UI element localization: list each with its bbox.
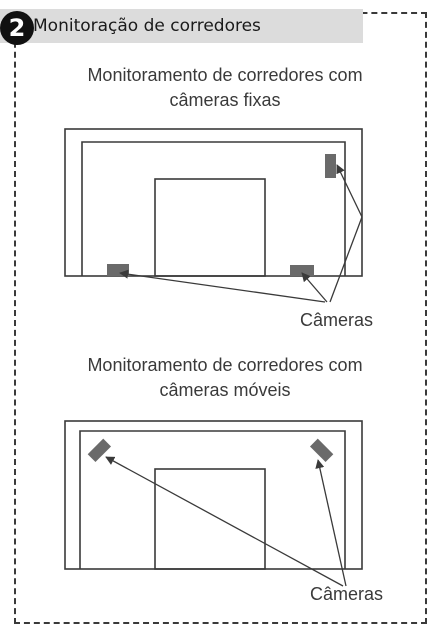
cameras-label: Câmeras — [310, 584, 384, 604]
section-header — [0, 9, 363, 43]
mobile-caption-line1: Monitoramento de corredores com — [87, 355, 363, 375]
fixed-caption-line1: Monitoramento de corredores com — [87, 65, 363, 85]
section-title: Monitoração de corredores — [33, 16, 261, 36]
room-block — [154, 468, 266, 570]
mobile-cameras-caption: Monitoramento de corredores com câmeras … — [40, 353, 410, 403]
mobile-caption-line2: câmeras móveis — [159, 380, 291, 400]
camera-icon — [87, 438, 112, 463]
pointer-line — [329, 216, 363, 303]
fixed-caption-line2: câmeras fixas — [169, 90, 281, 110]
pointer-line — [315, 459, 347, 587]
pointer-line — [336, 164, 363, 218]
pointer-line — [105, 456, 344, 587]
fixed-cameras-diagram — [64, 128, 363, 303]
fixed-cameras-caption: Monitoramento de corredores com câmeras … — [40, 63, 410, 113]
camera-icon — [290, 265, 314, 276]
camera-icon — [325, 154, 336, 178]
camera-icon — [309, 438, 334, 463]
pointer-line — [119, 269, 326, 303]
corridor-outer-wall — [64, 128, 363, 277]
cameras-label: Câmeras — [300, 310, 374, 330]
section-number-badge: 2 — [0, 11, 34, 45]
room-block — [154, 178, 266, 277]
mobile-cameras-diagram — [64, 420, 363, 587]
pointer-line — [301, 272, 328, 303]
corridor-inner-wall — [79, 430, 346, 569]
corridor-inner-wall — [81, 141, 346, 276]
